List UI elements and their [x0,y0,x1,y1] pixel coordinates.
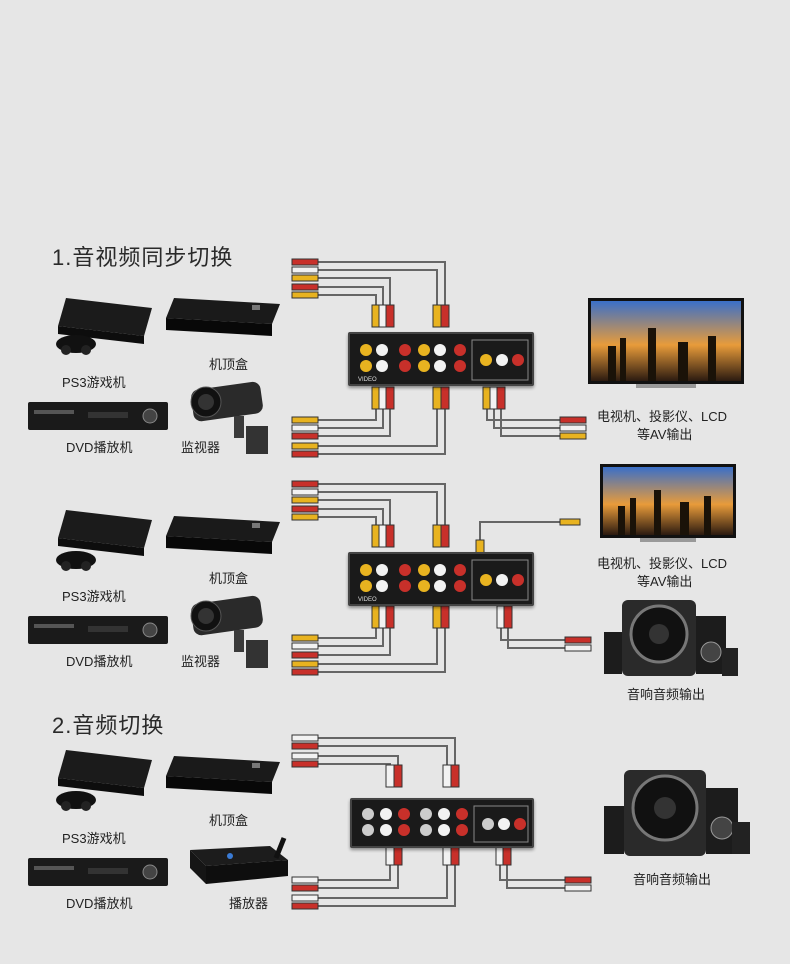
video-label: VIDEO [358,377,377,383]
dvd-player-image [28,616,168,644]
dvd-player-image [28,402,168,430]
tv-label-line2: 等AV输出 [637,574,693,589]
ps3-label: PS3游戏机 [62,375,126,390]
tv-label-line2: 等AV输出 [637,427,693,442]
av-switch-box-2: VIDEO [348,552,534,606]
ps3-label: PS3游戏机 [62,831,126,846]
monitor-label: 监视器 [181,440,221,455]
set-top-box-image [166,516,280,554]
av-switch-jacks [360,339,529,381]
security-camera-image [190,381,268,454]
ps3-console-image [56,510,152,571]
ps3-console-image [56,298,152,355]
tv-label-line1: 电视机、投影仪、LCD [597,409,728,424]
ps3-label: PS3游戏机 [62,589,126,604]
av-switch-box-1: VIDEO [348,332,534,386]
audio-switch-jacks [362,805,529,843]
video-label: VIDEO [358,597,377,603]
speaker-label: 音响音频输出 [627,687,706,702]
dvd-label: DVD播放机 [66,896,133,911]
av-switch-jacks [360,559,529,601]
section-heading-av-sync: 1.音视频同步切换 [52,245,234,270]
dvd-label: DVD播放机 [66,654,133,669]
tv-label-line1: 电视机、投影仪、LCD [597,556,728,571]
set-top-box-image [166,298,280,336]
audio-switch-box [350,798,534,848]
ps3-console-image [56,750,152,811]
speaker-system-image [604,770,750,856]
speaker-system-image [604,600,738,676]
monitor-label: 监视器 [181,654,221,669]
player-label: 播放器 [229,896,269,911]
settop-label: 机顶盒 [209,813,249,828]
speaker-label: 音响音频输出 [633,872,712,887]
media-player-image [190,837,288,884]
settop-label: 机顶盒 [209,571,249,586]
tv-image [600,464,736,542]
dvd-label: DVD播放机 [66,440,133,455]
section-heading-audio: 2.音频切换 [52,713,165,738]
tv-image [588,298,744,388]
settop-label: 机顶盒 [209,357,249,372]
set-top-box-image [166,756,280,794]
security-camera-image [190,595,268,668]
dvd-player-image [28,858,168,886]
